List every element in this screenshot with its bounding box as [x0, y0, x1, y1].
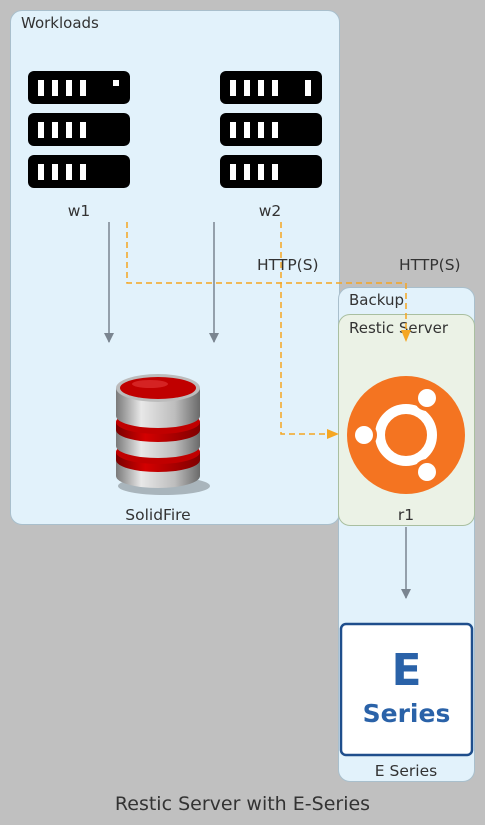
- restic-server-cluster-label: Restic Server: [349, 319, 449, 337]
- edge-label-http-1: HTTP(S): [257, 256, 319, 274]
- edge-w1-r1-http: [126, 222, 411, 342]
- edge-label-http-2: HTTP(S): [399, 256, 461, 274]
- server-icon-w1: [28, 71, 130, 188]
- node-label-solidfire: SolidFire: [125, 506, 191, 524]
- node-label-eseries: E Series: [374, 762, 438, 780]
- eseries-logo-word: Series: [362, 699, 451, 728]
- eseries-logo-icon: [339, 622, 474, 757]
- ubuntu-icon-r1: [347, 376, 465, 494]
- eseries-logo-letter: E: [391, 645, 422, 696]
- diagram-caption: Restic Server with E-Series: [114, 793, 371, 815]
- node-label-w2: w2: [258, 202, 282, 220]
- node-label-w1: w1: [67, 202, 91, 220]
- database-icon-solidfire: [116, 374, 210, 495]
- backup-cluster-label: Backup: [349, 291, 404, 309]
- node-label-r1: r1: [397, 506, 415, 524]
- workloads-cluster-label: Workloads: [21, 14, 99, 32]
- server-icon-w2: [220, 71, 322, 188]
- edge-w2-r1-http: [280, 222, 339, 439]
